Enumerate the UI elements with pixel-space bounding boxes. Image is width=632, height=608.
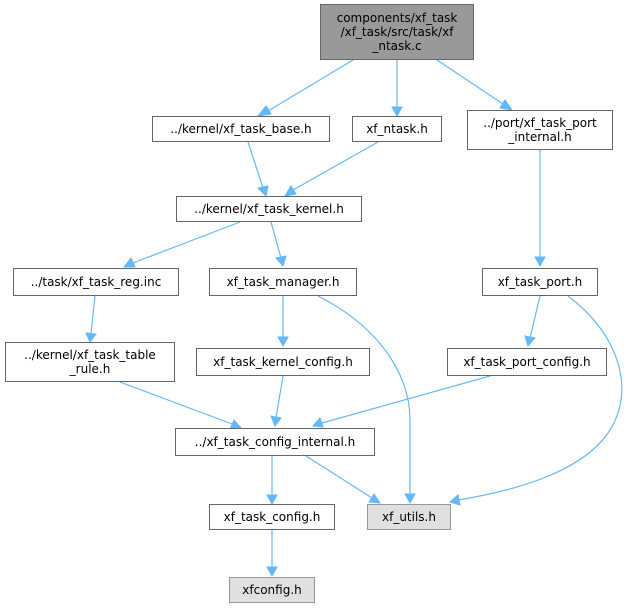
edge-task-port-to-port-config [529, 295, 541, 339]
edge-config-internal-to-utils [305, 455, 373, 499]
node-task-reg-inc[interactable]: ../task/xf_task_reg.inc [13, 268, 179, 296]
node-label-line: xf_task_port_config.h [463, 355, 591, 369]
node-config-internal-h[interactable]: ../xf_task_config_internal.h [175, 428, 375, 456]
edge-arrowhead [266, 494, 278, 506]
edge-arrowhead [277, 336, 289, 348]
node-label-line: ../xf_task_config_internal.h [194, 435, 356, 449]
node-label-line: xf_task_port.h [497, 275, 583, 289]
node-utils-h[interactable]: xf_utils.h [367, 504, 451, 530]
edge-task-kernel-to-task-reg [132, 221, 241, 264]
node-label-line: ../kernel/xf_task_kernel.h [194, 202, 344, 216]
node-label-line: components/xf_task [336, 11, 458, 25]
node-label-line: xf_utils.h [382, 510, 436, 524]
node-port-config-h[interactable]: xf_task_port_config.h [447, 348, 607, 376]
node-label-line: _ntask.c [372, 39, 422, 53]
node-label-line: _internal.h [508, 130, 572, 144]
node-label-line: xf_task_kernel_config.h [213, 355, 353, 369]
edge-arrowhead [275, 255, 287, 268]
node-label-line: ../port/xf_task_port [483, 116, 597, 130]
edge-task-reg-to-table-rule [90, 295, 96, 335]
node-task-config-h[interactable]: xf_task_config.h [209, 504, 335, 530]
node-label-line: xf_ntask.h [366, 122, 428, 136]
node-label-line: xf_task_config.h [223, 510, 321, 524]
edge-arrowhead [368, 493, 381, 504]
node-label-line: xfconfig.h [242, 583, 302, 597]
edge-table-rule-to-config-internal [119, 381, 233, 425]
node-label-line: /xf_task/src/task/xf [340, 25, 454, 39]
edge-arrowhead [534, 256, 546, 268]
edge-arrowhead [284, 185, 297, 197]
node-label-line: ../task/xf_task_reg.inc [30, 275, 162, 289]
edge-root-to-port-internal [436, 59, 504, 105]
node-label-line: _rule.h [69, 362, 111, 376]
node-task-port-h[interactable]: xf_task_port.h [482, 268, 598, 296]
node-label-line: ../kernel/xf_task_base.h [170, 122, 312, 136]
edge-task-kernel-to-task-manager [270, 221, 282, 259]
edge-root-to-task-base [267, 59, 354, 112]
edge-ntask-to-task-kernel [292, 141, 379, 191]
node-port-internal-h[interactable]: ../port/xf_task_port _internal.h [467, 110, 613, 150]
edge-arrowhead [122, 257, 136, 268]
node-xfconfig-h[interactable]: xfconfig.h [229, 577, 315, 603]
edge-arrowhead [256, 105, 272, 117]
edge-arrowhead [311, 417, 324, 428]
edge-task-manager-to-utils [317, 295, 411, 495]
edge-arrowhead [266, 566, 278, 578]
edge-arrowhead [391, 106, 403, 118]
edge-arrowhead [448, 494, 461, 506]
edge-port-config-to-config-internal [321, 375, 491, 424]
node-ntask-h[interactable]: xf_ntask.h [352, 116, 442, 142]
node-task-base-h[interactable]: ../kernel/xf_task_base.h [152, 116, 330, 142]
edge-arrowhead [85, 332, 97, 343]
edge-arrowhead [524, 335, 536, 348]
edge-arrowhead [404, 493, 416, 505]
node-table-rule-h[interactable]: ../kernel/xf_task_table _rule.h [5, 342, 175, 382]
edge-kernel-config-to-config-internal [275, 375, 284, 419]
edge-arrowhead [499, 99, 514, 111]
edge-task-base-to-task-kernel [247, 141, 264, 189]
edge-arrowhead [270, 415, 282, 428]
node-task-manager-h[interactable]: xf_task_manager.h [209, 268, 357, 296]
node-ntask-c[interactable]: components/xf_task /xf_task/src/task/xf … [320, 4, 474, 60]
node-label-line: ../kernel/xf_task_table [24, 348, 156, 362]
edge-task-port-to-utils [457, 295, 623, 501]
node-task-kernel-h[interactable]: ../kernel/xf_task_kernel.h [176, 196, 362, 222]
node-kernel-config-h[interactable]: xf_task_kernel_config.h [196, 348, 370, 376]
edge-arrowhead [256, 185, 269, 198]
node-label-line: xf_task_manager.h [226, 275, 340, 289]
